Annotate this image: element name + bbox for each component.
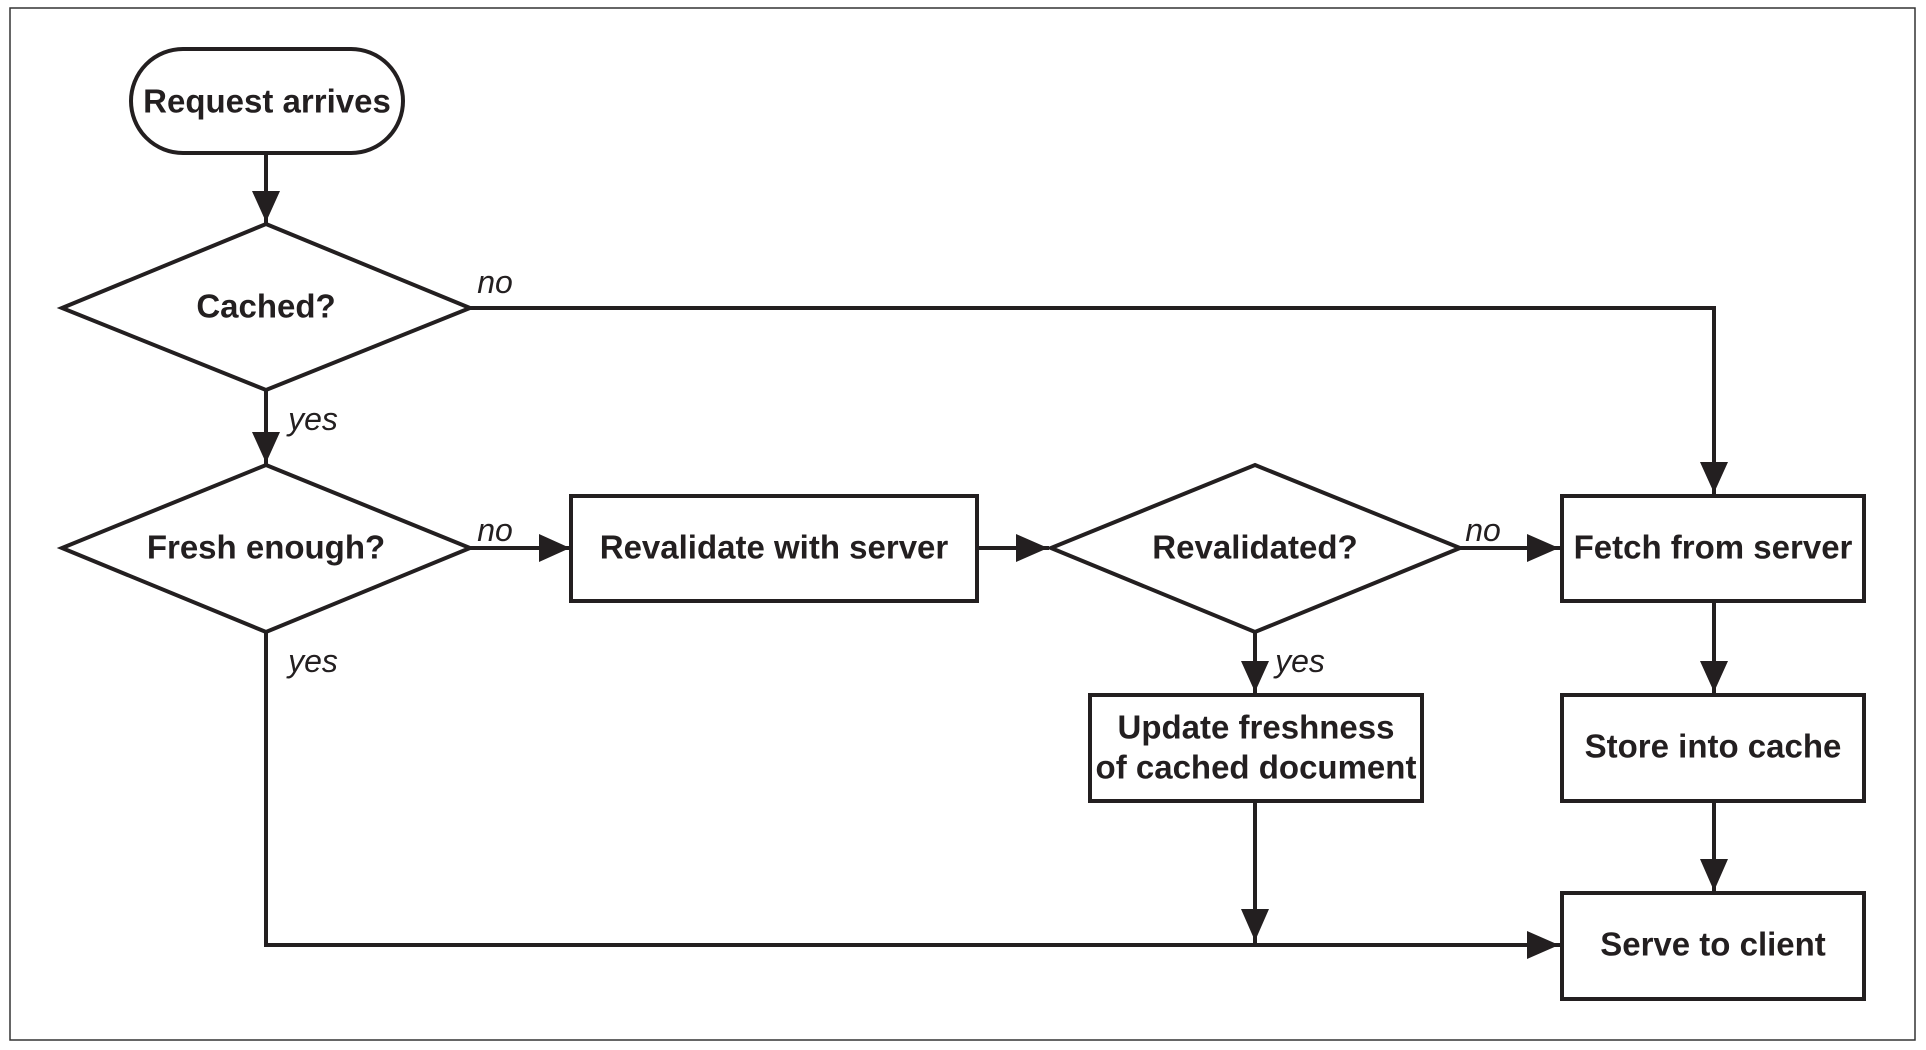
diagram-frame <box>9 7 1916 1041</box>
node-revalidate-label: Revalidate with server <box>600 529 949 566</box>
node-request-arrives-label: Request arrives <box>143 83 391 120</box>
label-revalidated-yes: yes <box>1273 643 1325 679</box>
label-cached-yes: yes <box>286 401 338 437</box>
label-cached-no: no <box>477 264 513 300</box>
edge-cached-no <box>470 306 1716 495</box>
arrowhead-fresh-yes <box>1527 931 1559 959</box>
label-fresh-no: no <box>477 512 513 548</box>
arrowhead-revalidate-to-revalidated <box>1016 534 1048 562</box>
node-fetch: Fetch from server <box>1560 494 1866 603</box>
arrowhead-cached-yes <box>252 432 280 463</box>
node-cached-label: Cached? <box>196 288 335 325</box>
node-revalidate: Revalidate with server <box>569 494 979 603</box>
node-update-freshness: Update freshness of cached document <box>1088 693 1424 803</box>
node-cached: Cached? <box>56 221 476 393</box>
node-revalidated-label: Revalidated? <box>1152 529 1357 566</box>
node-serve: Serve to client <box>1560 891 1866 1001</box>
arrowhead-revalidated-no <box>1527 534 1559 562</box>
label-fresh-yes: yes <box>286 643 338 679</box>
node-fresh-enough-label: Fresh enough? <box>147 529 385 566</box>
node-update-line1: Update freshness <box>1118 709 1395 746</box>
node-revalidated: Revalidated? <box>1045 462 1466 635</box>
arrowhead-fresh-no <box>539 534 570 562</box>
arrowhead-cached-no <box>1700 462 1728 493</box>
node-store: Store into cache <box>1560 693 1866 803</box>
node-fresh-enough: Fresh enough? <box>56 462 476 635</box>
node-update-line2: of cached document <box>1096 749 1417 786</box>
arrowhead-fetch-to-store <box>1700 661 1728 692</box>
arrowhead-store-to-serve <box>1700 859 1728 891</box>
node-store-label: Store into cache <box>1585 728 1842 765</box>
label-revalidated-no: no <box>1465 512 1501 548</box>
arrowhead-request-to-cached <box>252 191 280 222</box>
node-request-arrives: Request arrives <box>129 47 405 155</box>
arrowhead-revalidated-yes <box>1241 661 1269 692</box>
node-serve-label: Serve to client <box>1600 926 1826 963</box>
node-fetch-label: Fetch from server <box>1574 529 1853 566</box>
arrowhead-update-to-serve <box>1241 909 1269 941</box>
edge-fresh-yes <box>264 632 1560 947</box>
